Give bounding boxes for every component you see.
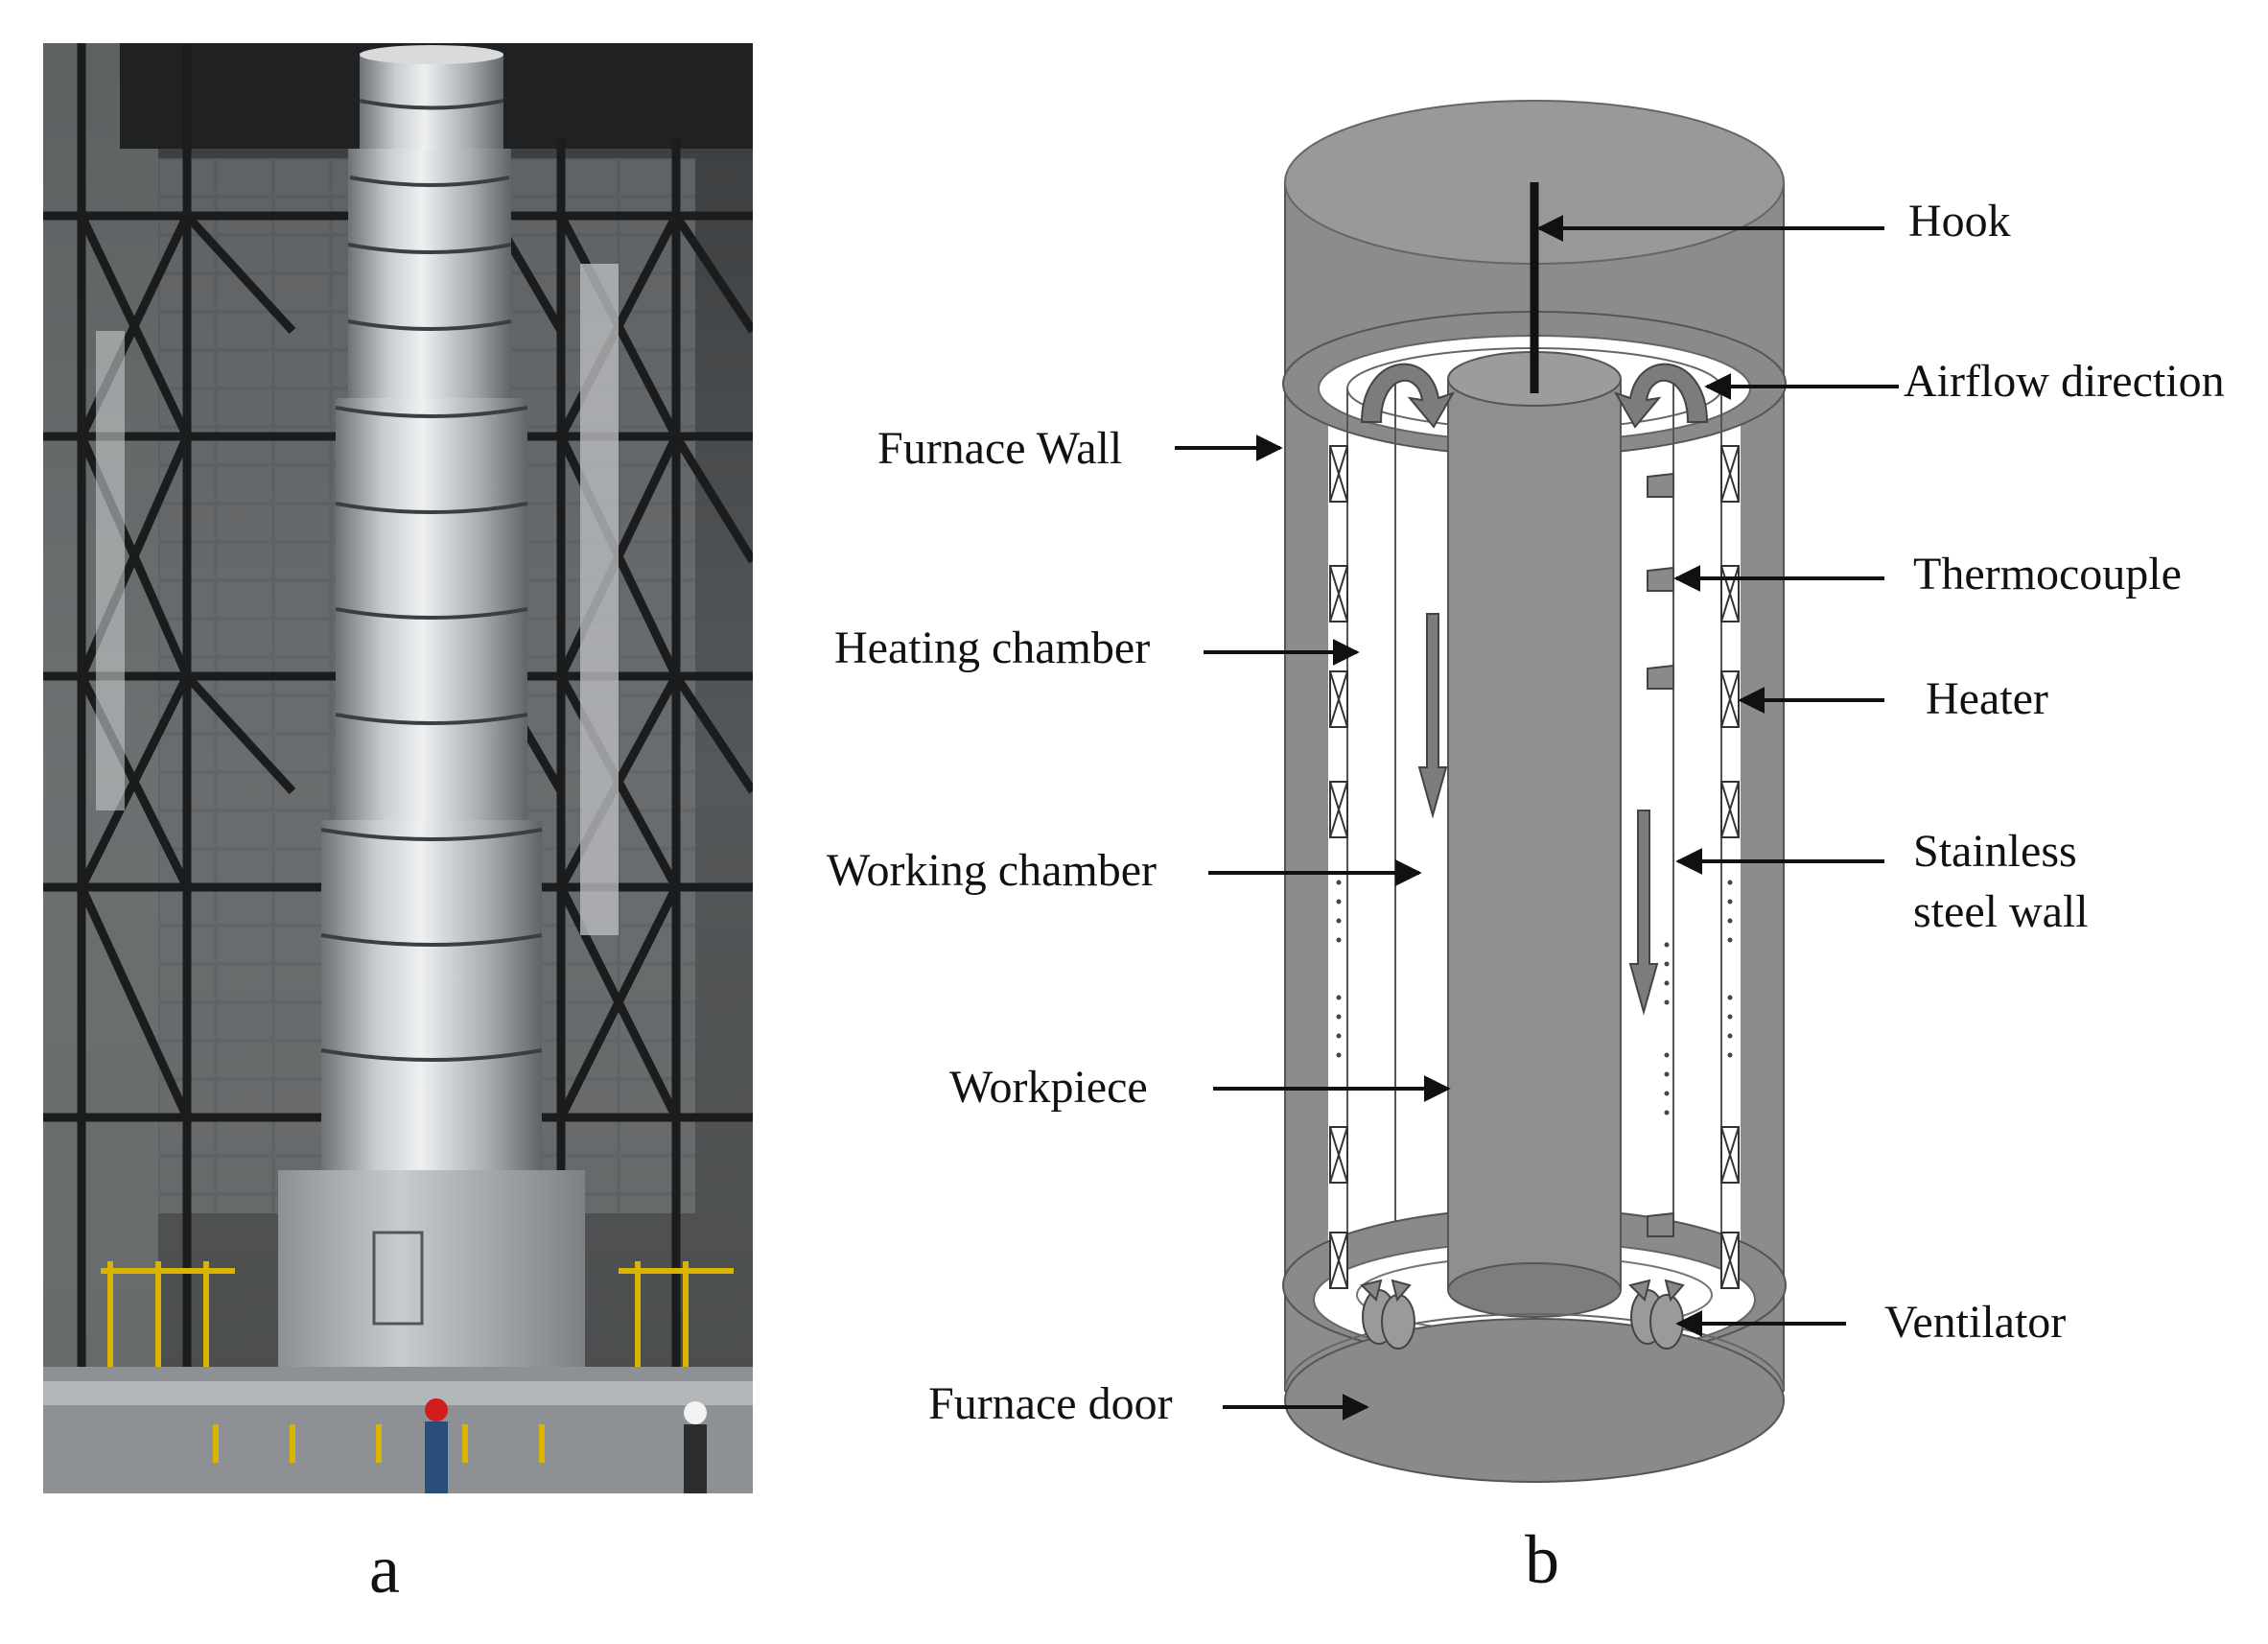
workpiece: [1447, 378, 1622, 1291]
workpiece-bottom: [1447, 1262, 1622, 1318]
thermocouple-2: [1647, 566, 1674, 592]
tube-rings: [320, 99, 543, 1062]
heater-right-5: [1720, 1126, 1740, 1184]
heater-right-3: [1720, 670, 1740, 728]
heater-left-3: [1329, 670, 1348, 728]
ventilator-left: [1360, 1279, 1415, 1350]
thermocouple-1: [1647, 472, 1674, 498]
platform-rail: [43, 1381, 753, 1405]
label-stainless-line1: Stainless: [1913, 826, 2077, 877]
label-ventilator: Ventilator: [1884, 1297, 2067, 1348]
ventilator-right: [1628, 1279, 1685, 1350]
yellow-railings: [101, 1261, 734, 1463]
airflow-curl-left: [1360, 363, 1456, 429]
label-furnace-wall: Furnace Wall: [877, 423, 1123, 474]
heater-left-5: [1329, 1126, 1348, 1184]
heater-continuation-dots: [1336, 880, 1733, 1116]
panel-label-b: b: [1525, 1521, 1559, 1598]
heater-left-6: [1329, 1232, 1348, 1289]
furnace-photo: [43, 43, 753, 1493]
label-heating-chamber: Heating chamber: [834, 622, 1151, 673]
label-heater: Heater: [1926, 673, 2048, 724]
label-furnace-door: Furnace door: [928, 1378, 1173, 1429]
heater-left-2: [1329, 565, 1348, 622]
heater-left-1: [1329, 445, 1348, 503]
base-panel: [372, 1231, 424, 1326]
label-working-chamber: Working chamber: [827, 845, 1157, 896]
label-workpiece: Workpiece: [949, 1062, 1148, 1113]
thermocouple-4: [1647, 1211, 1674, 1237]
label-airflow-direction: Airflow direction: [1904, 356, 2225, 407]
door-rim: [1284, 1313, 1785, 1392]
furnace-tube: [321, 45, 542, 1204]
heater-left-4: [1329, 781, 1348, 838]
airflow-curl-right: [1613, 363, 1709, 429]
panel-label-a: a: [369, 1531, 400, 1608]
worker-figures: [425, 1398, 707, 1493]
airflow-arrow-left: [1417, 613, 1448, 819]
column: [96, 331, 125, 810]
heater-right-6: [1720, 1232, 1740, 1289]
heaters: [1329, 445, 1740, 1289]
furnace-door: [1284, 1318, 1785, 1483]
leader-arrows: [1175, 215, 1899, 1421]
column: [580, 264, 619, 935]
heater-right-1: [1720, 445, 1740, 503]
heater-right-4: [1720, 781, 1740, 838]
airflow-arrow-right: [1628, 810, 1659, 1016]
furnace-base: [278, 1170, 585, 1381]
label-hook: Hook: [1908, 196, 2011, 247]
airflow-down-arrows: [1417, 613, 1659, 1016]
heater-right-2: [1720, 565, 1740, 622]
thermocouples: [1647, 472, 1674, 1237]
label-thermocouple: Thermocouple: [1913, 549, 2182, 599]
label-stainless-line2: steel wall: [1913, 886, 2089, 937]
furnace-photo-drawing: [43, 43, 753, 1493]
thermocouple-3: [1647, 664, 1674, 690]
